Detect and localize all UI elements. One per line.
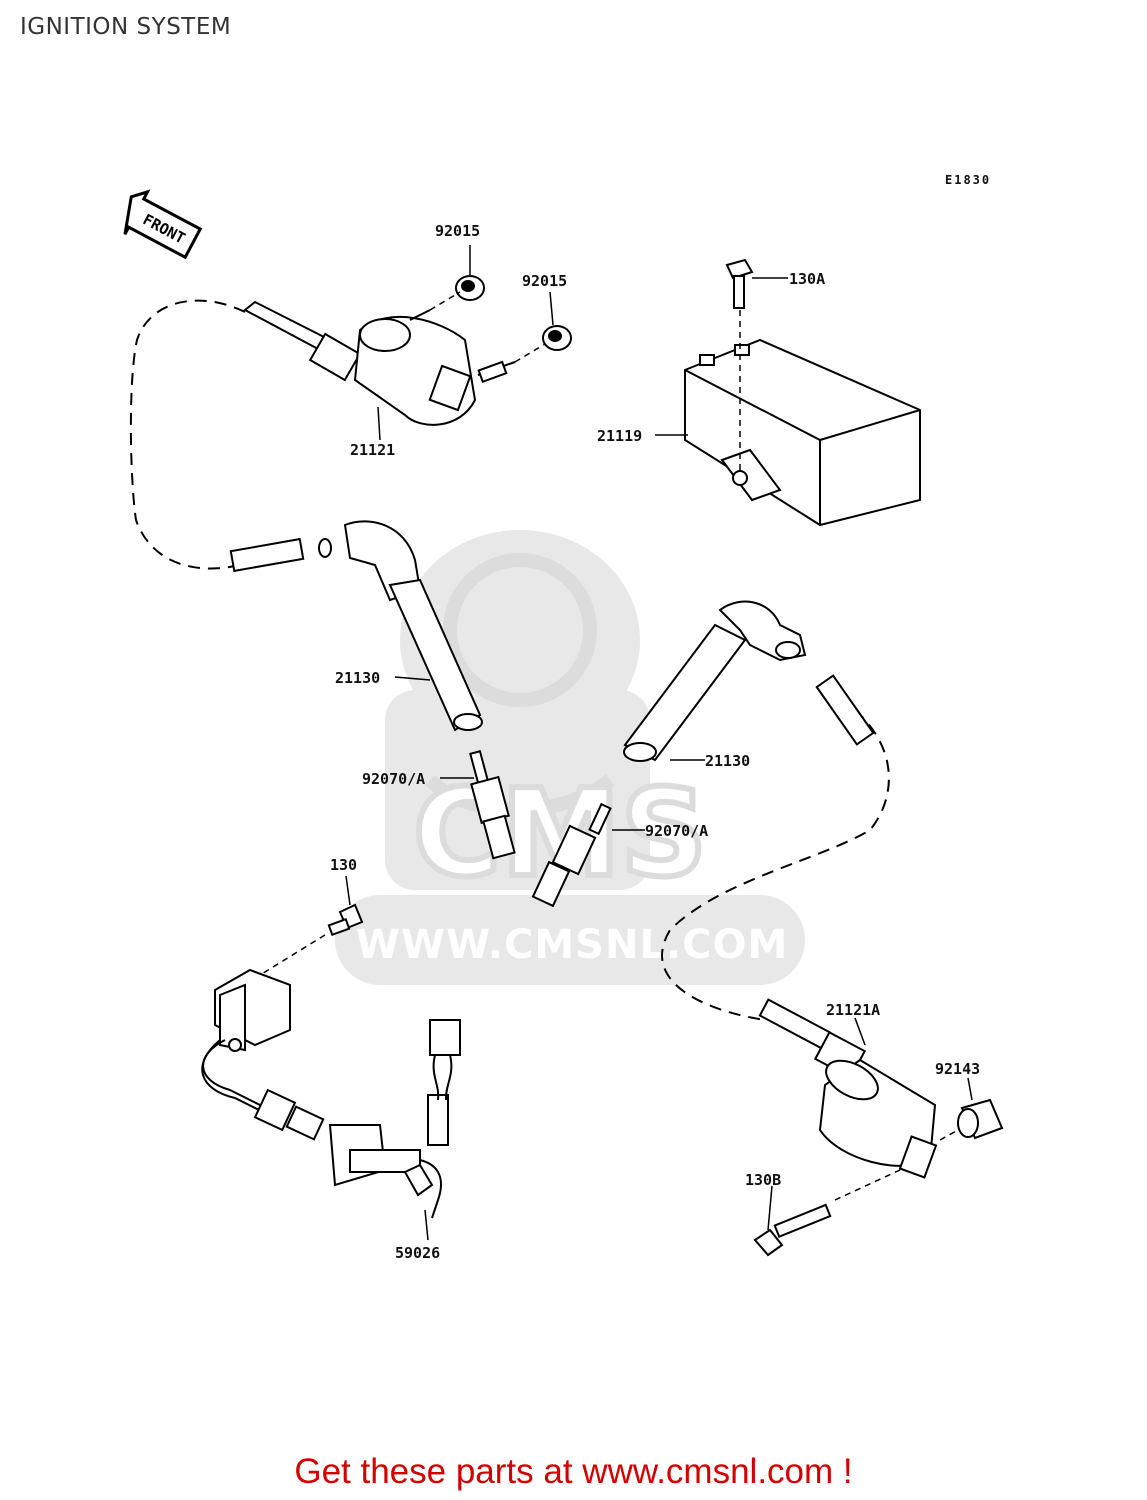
bolt-130 <box>327 903 364 937</box>
part-label-92015-left: 92015 <box>435 222 480 240</box>
part-label-92070a-right: 92070/A <box>645 822 708 840</box>
part-label-21119: 21119 <box>597 427 642 445</box>
plug-cap-right <box>623 600 875 762</box>
spacer <box>957 1098 1004 1140</box>
plug-cap-left <box>229 520 483 732</box>
bolt-130a <box>725 258 754 309</box>
ignition-coil-top <box>243 300 516 426</box>
footer-cta: Get these parts at www.cmsnl.com ! <box>0 1452 1147 1492</box>
part-label-21121a: 21121A <box>826 1001 880 1019</box>
watermark-logo: CMS <box>413 765 707 904</box>
spark-plug-left <box>469 749 516 860</box>
part-label-130: 130 <box>330 856 357 874</box>
part-label-21121: 21121 <box>350 441 395 459</box>
page-title: IGNITION SYSTEM <box>20 14 232 40</box>
watermark: CMS WWW.CMSNL.COM <box>335 530 805 985</box>
nut-right <box>542 325 572 351</box>
part-label-92015-right: 92015 <box>522 272 567 290</box>
front-arrow-icon: FRONT <box>123 189 203 260</box>
footer-link[interactable]: www.cmsnl.com <box>582 1452 834 1491</box>
nut-left <box>455 275 485 301</box>
watermark-url: WWW.CMSNL.COM <box>356 922 789 968</box>
part-label-21130-left: 21130 <box>335 669 380 687</box>
bolt-130b <box>753 1203 832 1257</box>
pickup-coil-harness <box>201 968 461 1219</box>
part-label-130b: 130B <box>745 1171 781 1189</box>
part-label-59026: 59026 <box>395 1244 440 1262</box>
ignition-coil-bottom <box>758 998 938 1179</box>
footer-text: Get these parts at <box>294 1452 583 1491</box>
part-label-130a: 130A <box>789 270 825 288</box>
footer-suffix: ! <box>833 1452 853 1491</box>
igniter-unit <box>684 338 921 527</box>
part-label-92143: 92143 <box>935 1060 980 1078</box>
part-label-21130-right: 21130 <box>705 752 750 770</box>
spark-plug-right <box>531 802 612 908</box>
diagram-code: E1830 <box>945 173 991 187</box>
wire-dashed <box>129 299 890 1021</box>
part-label-92070a-left: 92070/A <box>362 770 425 788</box>
